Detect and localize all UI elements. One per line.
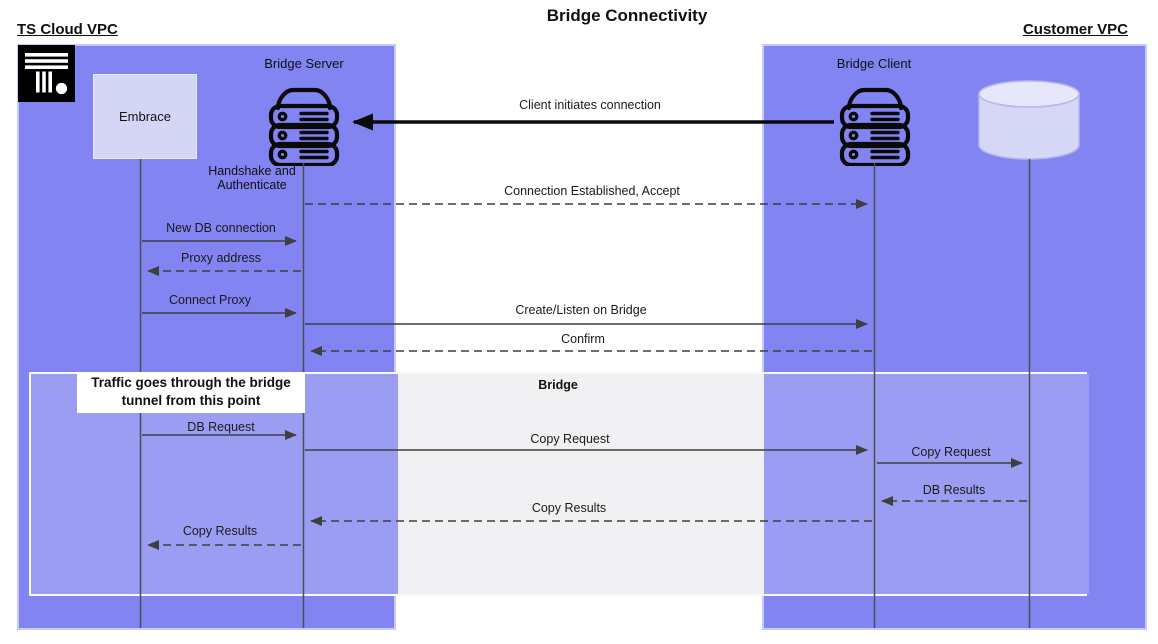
traffic-note: Traffic goes through the bridge tunnel f…: [77, 372, 305, 413]
message-label: DB Results: [922, 483, 986, 497]
embrace-node: Embrace: [93, 74, 197, 159]
message-label: Proxy address: [181, 251, 261, 265]
bridge-client-label: Bridge Client: [836, 56, 912, 71]
message-label: Connection Established, Accept: [504, 184, 680, 198]
bridge-server-label: Bridge Server: [264, 56, 344, 71]
message-label: Create/Listen on Bridge: [515, 303, 647, 317]
database-cylinder-icon: [977, 78, 1081, 162]
message-label: Connect Proxy: [169, 293, 251, 307]
diagram-title: Bridge Connectivity: [546, 6, 708, 25]
embrace-label: Embrace: [118, 109, 172, 124]
message-label: New DB connection: [166, 221, 276, 235]
ts-logo-icon: [18, 45, 75, 102]
handshake-authenticate-label: Handshake and Authenticate: [208, 164, 296, 192]
message-label: DB Request: [187, 420, 255, 434]
bridge-client-icon: [835, 82, 915, 166]
customer-vpc-heading: Customer VPC: [1022, 21, 1128, 38]
message-label: Confirm: [561, 332, 605, 346]
message-label: Copy Results: [531, 501, 607, 515]
ts-cloud-vpc-heading: TS Cloud VPC: [17, 21, 118, 38]
message-label: Client initiates connection: [519, 98, 661, 112]
bridge-frame-right-tint: [764, 374, 1089, 594]
message-label: Copy Results: [182, 524, 258, 538]
bridge-frame-label: Bridge: [538, 378, 578, 392]
bridge-server-icon: [264, 82, 344, 166]
message-label: Copy Request: [911, 445, 991, 459]
message-label: Copy Request: [530, 432, 610, 446]
